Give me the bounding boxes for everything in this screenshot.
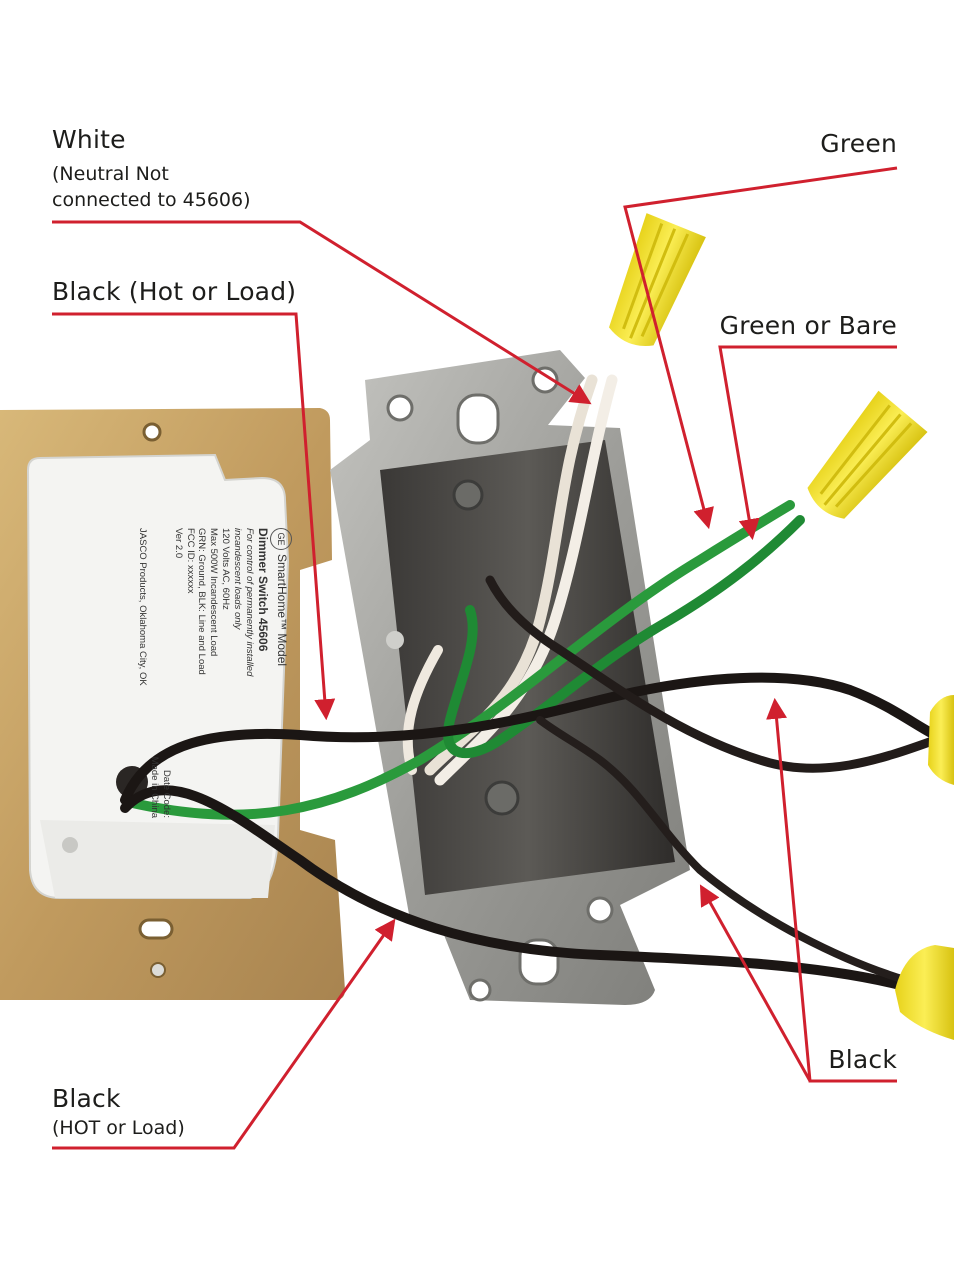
- label-black-bottom-note: (HOT or Load): [52, 1117, 185, 1139]
- leader-white: [52, 220, 592, 405]
- black-wire-lower-mid: [536, 716, 909, 984]
- black-wire-top: [120, 672, 940, 805]
- wire-nut-black-bottom: [895, 945, 954, 1040]
- label-green-or-bare: Green or Bare: [719, 311, 897, 340]
- label-black-top: Black (Hot or Load): [52, 277, 297, 306]
- leader-lines: [52, 166, 898, 1150]
- leader-black-top: [52, 312, 336, 721]
- leader-black-right-b: [699, 884, 812, 1082]
- leader-green-bare: [718, 345, 897, 541]
- dimmer-switch-body: [26, 453, 290, 899]
- leader-black-bottom: [52, 918, 396, 1150]
- wires: [120, 374, 940, 990]
- green-wire-ground: [123, 500, 795, 820]
- switch-label-text: GESmartHome™ Model Dimmer Switch 45606 F…: [136, 528, 292, 838]
- label-white-note-2: connected to 45606): [52, 189, 251, 211]
- white-wire-b: [434, 374, 618, 786]
- label-black-bottom-title: Black: [52, 1084, 121, 1113]
- ge-logo-icon: GE: [270, 528, 292, 550]
- wire-nut-black-top: [928, 695, 954, 785]
- label-white-note-1: (Neutral Not: [52, 163, 169, 185]
- black-wire-bottom: [120, 785, 905, 990]
- leader-green: [623, 166, 898, 530]
- green-wire-bare: [443, 515, 805, 758]
- label-green: Green: [820, 129, 897, 158]
- wire-nut-green: [807, 390, 928, 519]
- label-black-right: Black: [828, 1045, 897, 1074]
- black-wire-mid: [485, 575, 940, 773]
- wire-nut-white: [609, 213, 706, 346]
- label-white-title: White: [52, 125, 126, 154]
